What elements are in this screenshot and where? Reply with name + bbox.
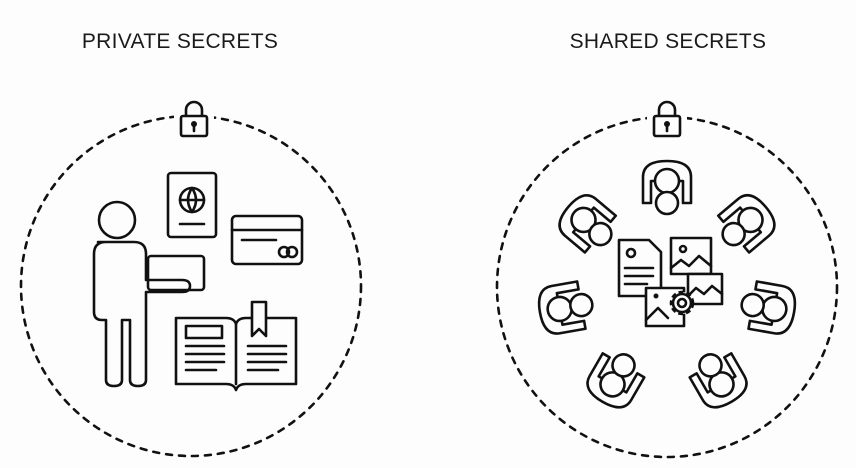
- book-icon: [174, 300, 298, 392]
- dashed-boundary: [495, 115, 839, 459]
- shared-secrets-panel: [495, 98, 839, 459]
- private-secrets-panel: [19, 98, 363, 458]
- lock-icon: [174, 98, 214, 142]
- document-icon: [617, 238, 663, 298]
- shared-secrets-title: SHARED SECRETS: [569, 30, 767, 53]
- lock-icon: [647, 98, 687, 142]
- dashed-boundary: [19, 114, 363, 458]
- private-secrets-title: PRIVATE SECRETS: [81, 30, 279, 53]
- credit-card-icon: [230, 214, 304, 266]
- person-icon: [92, 200, 206, 388]
- passport-icon: [166, 171, 218, 239]
- gear-icon: [669, 290, 695, 316]
